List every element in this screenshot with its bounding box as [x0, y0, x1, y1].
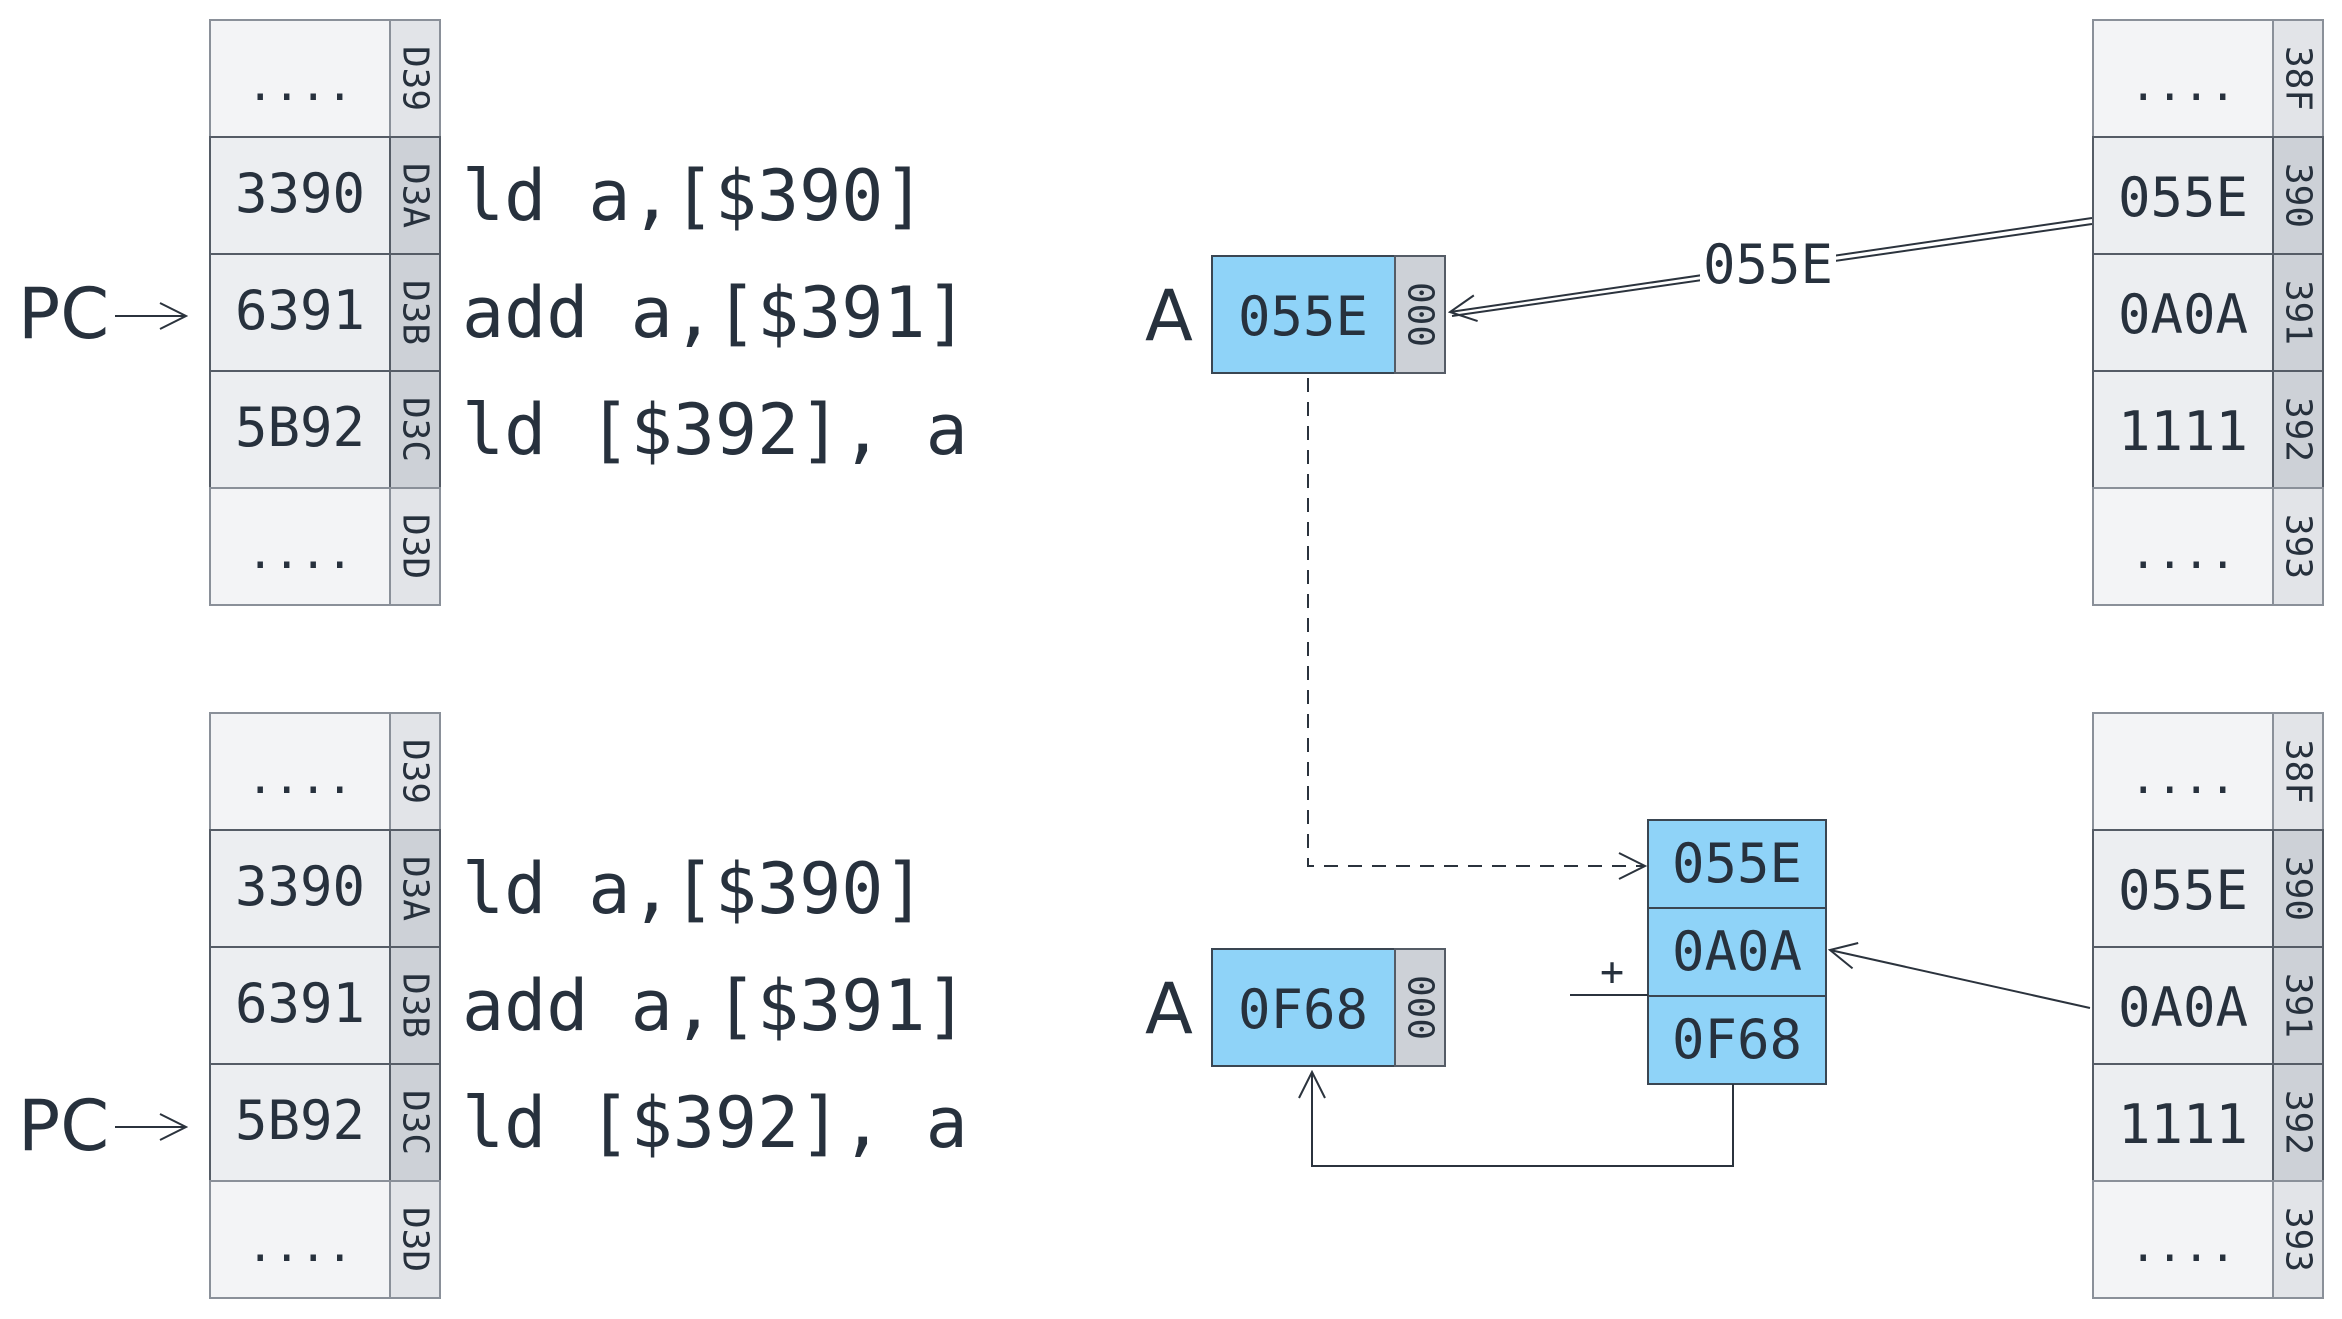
memory-row: .... D3D: [209, 487, 441, 606]
memory-address: D3B: [395, 973, 436, 1038]
memory-address: D3C: [395, 397, 436, 462]
memory-address: 393: [2278, 1207, 2319, 1272]
arrow-label-bg: [1700, 236, 1836, 292]
program-memory: .... D39 3390 D3A 6391 D3B 5B92 D3C: [209, 712, 441, 1299]
memory-row: .... D3D: [209, 1180, 441, 1299]
memory-value: ....: [2130, 60, 2236, 111]
memory-value: 1111: [2118, 400, 2248, 463]
program-memory: .... D39 3390 D3A 6391 D3B 5B92 D3C: [209, 19, 441, 606]
register-label: A: [1145, 968, 1193, 1050]
instruction-text: ld [$392], a: [462, 1082, 968, 1164]
memory-row: .... 393: [2092, 1180, 2324, 1299]
memory-row: .... D39: [209, 712, 441, 831]
memory-value: ....: [247, 753, 353, 804]
adder: 055E 0A0A 0F68 +: [1570, 819, 1827, 1085]
memory-value: 5B92: [235, 396, 365, 459]
instruction-text: ld a,[$390]: [462, 155, 926, 237]
memory-value: 0A0A: [2118, 976, 2248, 1039]
memory-address: D3D: [395, 514, 436, 579]
memory-row: 055E 390: [2092, 829, 2324, 948]
top-panel: .... D39 3390 D3A 6391 D3B 5B92 D3C: [18, 19, 2324, 606]
memory-address: D39: [395, 739, 436, 804]
memory-value: 055E: [2118, 166, 2248, 229]
memory-row: 0A0A 391: [2092, 253, 2324, 372]
pc-label: PC: [18, 273, 109, 355]
memory-value: 3390: [235, 855, 365, 918]
memory-address: 392: [2278, 397, 2319, 462]
memory-address: 390: [2278, 856, 2319, 921]
memory-row: 5B92 D3C: [209, 370, 441, 489]
memory-value: ....: [247, 1221, 353, 1272]
data-memory: .... 38F 055E 390 0A0A 391 1111 392: [2092, 712, 2324, 1299]
memory-row: 0A0A 391: [2092, 946, 2324, 1065]
memory-row: 3390 D3A: [209, 829, 441, 948]
pc-label: PC: [18, 1085, 109, 1167]
bottom-panel: .... D39 3390 D3A 6391 D3B 5B92 D3C: [18, 712, 2324, 1299]
memory-address: 390: [2278, 163, 2319, 228]
memory-row: 1111 392: [2092, 1063, 2324, 1182]
register-a: 055E 000: [1211, 255, 1446, 374]
memory-row: 3390 D3A: [209, 136, 441, 255]
instruction-text: add a,[$391]: [462, 965, 968, 1047]
memory-row: 1111 392: [2092, 370, 2324, 489]
register-address: 000: [1400, 975, 1441, 1040]
arrow-label: 055E: [1703, 233, 1833, 296]
memory-address: D3A: [395, 163, 436, 228]
memory-value: 055E: [2118, 859, 2248, 922]
memory-row: .... D39: [209, 19, 441, 138]
memory-address: 38F: [2278, 739, 2319, 804]
memory-address: D3D: [395, 1207, 436, 1272]
memory-address: 392: [2278, 1090, 2319, 1155]
memory-value: 5B92: [235, 1089, 365, 1152]
memory-value: 3390: [235, 162, 365, 225]
memory-address: 391: [2278, 973, 2319, 1038]
memory-address: 38F: [2278, 46, 2319, 111]
register-value: 055E: [1238, 285, 1368, 348]
memory-row: 5B92 D3C: [209, 1063, 441, 1182]
data-memory: .... 38F 055E 390 0A0A 391 1111 392: [2092, 19, 2324, 606]
memory-row: .... 38F: [2092, 19, 2324, 138]
instruction-text: ld a,[$390]: [462, 848, 926, 930]
adder-result: 0F68: [1672, 1008, 1802, 1071]
memory-row: .... 393: [2092, 487, 2324, 606]
memory-address: 393: [2278, 514, 2319, 579]
dashed-arrow: [1307, 378, 1645, 866]
memory-row: .... 38F: [2092, 712, 2324, 831]
memory-address: 391: [2278, 280, 2319, 345]
instruction-text: ld [$392], a: [462, 389, 968, 471]
register-label: A: [1145, 275, 1193, 357]
memory-row: 055E 390: [2092, 136, 2324, 255]
memory-address: D3A: [395, 856, 436, 921]
register-a: 0F68 000: [1211, 948, 1446, 1067]
memory-address: D3B: [395, 280, 436, 345]
memory-row: 6391 D3B: [209, 946, 441, 1065]
register-value: 0F68: [1238, 978, 1368, 1041]
memory-address: D3C: [395, 1090, 436, 1155]
adder-operand-b: 0A0A: [1672, 920, 1802, 983]
adder-operand-a: 055E: [1672, 832, 1802, 895]
memory-value: ....: [2130, 1221, 2236, 1272]
memory-value: ....: [247, 528, 353, 579]
plus-icon: +: [1600, 949, 1624, 995]
instruction-text: add a,[$391]: [462, 272, 968, 354]
memory-value: ....: [2130, 753, 2236, 804]
memory-value: 6391: [235, 972, 365, 1035]
register-address: 000: [1400, 282, 1441, 347]
memory-value: 1111: [2118, 1093, 2248, 1156]
memory-value: ....: [247, 60, 353, 111]
memory-row: 6391 D3B: [209, 253, 441, 372]
operand-arrow: [1830, 950, 2091, 1009]
memory-value: ....: [2130, 528, 2236, 579]
memory-address: D39: [395, 46, 436, 111]
result-arrow: [1312, 1072, 1734, 1167]
memory-value: 6391: [235, 279, 365, 342]
memory-value: 0A0A: [2118, 283, 2248, 346]
